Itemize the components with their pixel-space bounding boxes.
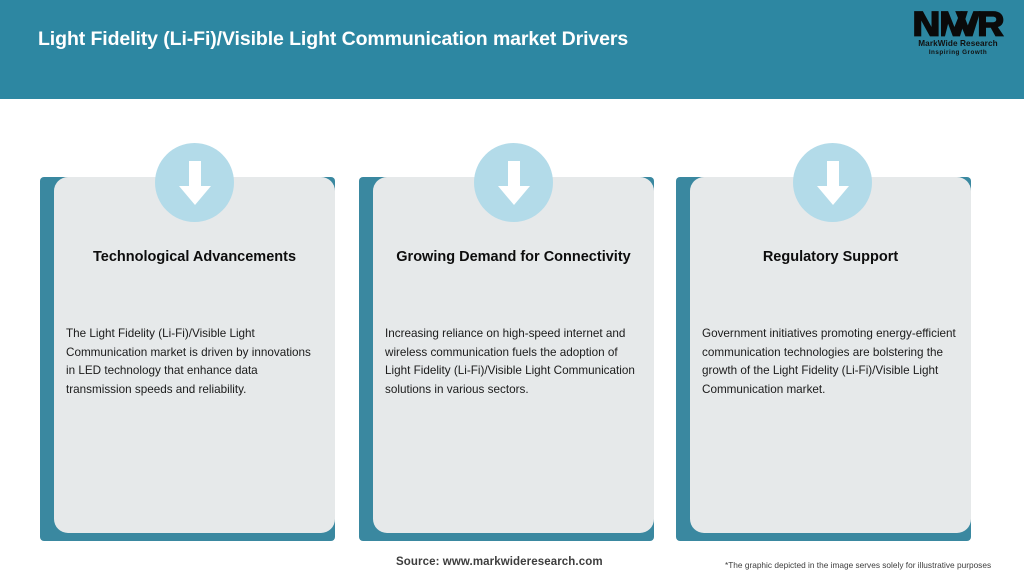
card-title: Growing Demand for Connectivity	[396, 249, 631, 265]
driver-card-1[interactable]: Technological Advancements The Light Fid…	[40, 143, 335, 541]
down-arrow-icon	[155, 143, 234, 222]
down-arrow-icon	[474, 143, 553, 222]
down-arrow-glyph	[816, 160, 849, 205]
card-body-text: The Light Fidelity (Li-Fi)/Visible Light…	[66, 327, 311, 396]
card-body-text: Increasing reliance on high-speed intern…	[385, 327, 635, 396]
down-arrow-glyph	[178, 160, 211, 205]
page-title: Light Fidelity (Li-Fi)/Visible Light Com…	[38, 28, 629, 50]
down-arrow-icon	[793, 143, 872, 222]
mwr-logo-icon	[913, 11, 1004, 37]
card-title: Regulatory Support	[762, 249, 899, 265]
card-surface: Technological Advancements The Light Fid…	[54, 177, 335, 533]
driver-card-2[interactable]: Growing Demand for Connectivity Increasi…	[359, 143, 654, 541]
brand-logo: MarkWide Research Inspiring Growth	[910, 8, 1006, 64]
driver-card-3[interactable]: Regulatory Support Government initiative…	[676, 143, 971, 541]
source-label: Source: www.markwideresearch.com	[396, 556, 603, 568]
down-arrow-glyph	[497, 160, 530, 205]
card-title: Technological Advancements	[92, 249, 297, 265]
header-band: Light Fidelity (Li-Fi)/Visible Light Com…	[0, 0, 1024, 99]
logo-company-name: MarkWide Research	[918, 39, 998, 48]
card-surface: Growing Demand for Connectivity Increasi…	[373, 177, 654, 533]
card-body-text: Government initiatives promoting energy-…	[702, 327, 956, 396]
card-surface: Regulatory Support Government initiative…	[690, 177, 971, 533]
disclaimer-note: *The graphic depicted in the image serve…	[725, 560, 992, 570]
logo-tagline: Inspiring Growth	[928, 49, 988, 56]
